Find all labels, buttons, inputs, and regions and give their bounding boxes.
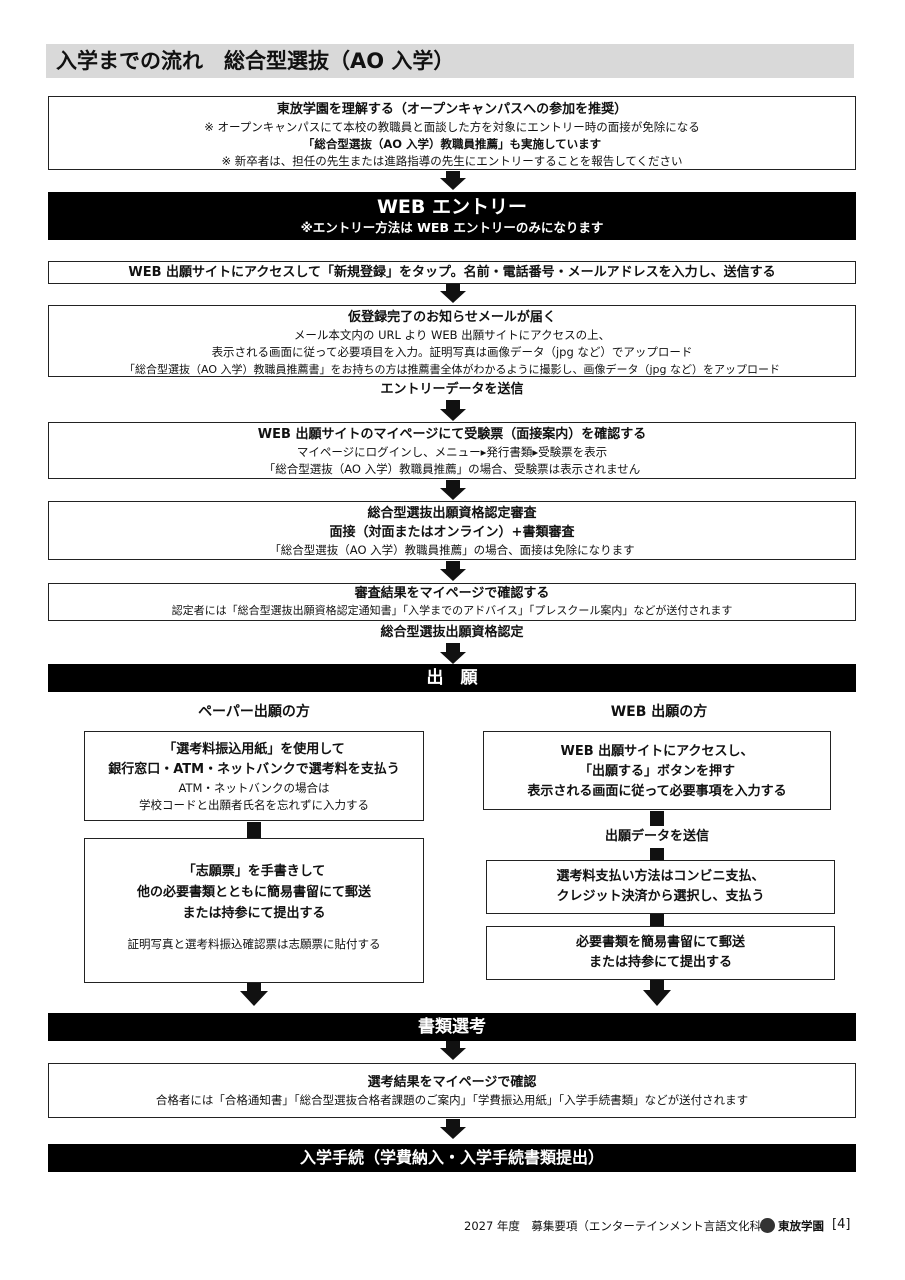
step-mail-line-2: 表示される画面に従って必要項目を入力。証明写真は画像データ（jpg など）でアッ… (211, 345, 693, 359)
selection-result-heading: 選考結果をマイページで確認 (367, 1075, 537, 1090)
arrow-down-icon (446, 171, 460, 178)
footer-logo-text: 東放学園 (778, 1219, 824, 1233)
arrow-down-icon (446, 400, 460, 409)
paper-column-title: ペーパー出願の方 (198, 704, 310, 720)
screening-bar: 書類選考 (48, 1013, 856, 1041)
send-entry-label: エントリーデータを送信 (380, 382, 524, 397)
step-understand-box: 東放学園を理解する（オープンキャンパスへの参加を推奨） ※ オープンキャンパスに… (48, 96, 856, 170)
step-screening-heading-1: 総合型選抜出願資格認定審査 (367, 506, 537, 521)
web-entry-subtitle: ※エントリー方法は WEB エントリーのみになります (300, 220, 604, 235)
web-access-heading-2: 「出願する」ボタンを押す (578, 764, 735, 779)
arrow-down-icon (446, 561, 460, 569)
arrow-down-icon (446, 1119, 460, 1127)
arrow-down-icon (446, 284, 460, 291)
web-payment-heading-2: クレジット決済から選択し、支払う (556, 889, 765, 904)
step-screening-heading-2: 面接（対面またはオンライン）+書類審査 (329, 525, 575, 540)
step-mail-line-3: 「総合型選抜（AO 入学）教職員推薦書」をお持ちの方は推薦書全体がわかるように撮… (124, 363, 780, 376)
step-understand-note-2: 「総合型選抜（AO 入学）教職員推薦」も実施しています (302, 137, 602, 151)
page-number: [4] (832, 1217, 851, 1232)
arrow-down-icon (440, 569, 466, 581)
step-ticket-line-2: 「総合型選抜（AO 入学）教職員推薦」の場合、受験票は表示されません (263, 462, 641, 476)
step-result-box: 審査結果をマイページで確認する 認定者には「総合型選抜出願資格認定通知書」「入学… (48, 583, 856, 621)
arrow-down-icon (650, 980, 664, 990)
arrow-down-icon (440, 1127, 466, 1139)
arrow-down-icon (440, 409, 466, 421)
paper-submit-heading-1: 「志願票」を手書きして (182, 864, 326, 879)
step-understand-note-1: ※ オープンキャンパスにて本校の教職員と面談した方を対象にエントリー時の面接が免… (204, 120, 700, 134)
footer-text: 2027 年度 募集要項（エンターテインメント言語文化科） (464, 1219, 773, 1233)
web-access-heading-1: WEB 出願サイトにアクセスし、 (560, 744, 754, 759)
step-understand-heading: 東放学園を理解する（オープンキャンパスへの参加を推奨） (276, 102, 628, 117)
enrollment-bar: 入学手続（学費納入・入学手続書類提出） (48, 1144, 856, 1172)
connector (247, 822, 261, 838)
apply-bar-label: 出 願 (426, 668, 478, 688)
step-screening-line: 「総合型選抜（AO 入学）教職員推薦」の場合、面接は免除になります (269, 543, 635, 557)
step-mail-heading: 仮登録完了のお知らせメールが届く (348, 310, 556, 325)
footer: 2027 年度 募集要項（エンターテインメント言語文化科） 東放学園 [4] (440, 1214, 860, 1238)
connector (650, 811, 664, 826)
paper-submit-box: 「志願票」を手書きして 他の必要書類とともに簡易書留にて郵送 または持参にて提出… (84, 838, 424, 983)
step-register-text: WEB 出願サイトにアクセスして「新規登録」をタップ。名前・電話番号・メールアド… (128, 265, 776, 280)
arrow-down-icon (440, 178, 466, 190)
paper-payment-box: 「選考料振込用紙」を使用して 銀行窓口・ATM・ネットバンクで選考料を支払う A… (84, 731, 424, 821)
selection-result-box: 選考結果をマイページで確認 合格者には「合格通知書」「総合型選抜合格者課題のご案… (48, 1063, 856, 1118)
arrow-down-icon (440, 652, 466, 664)
step-ticket-line-1: マイページにログインし、メニュー▸発行書類▸受験票を表示 (296, 445, 608, 459)
web-entry-title: WEB エントリー (376, 196, 528, 218)
screening-bar-label: 書類選考 (418, 1017, 486, 1037)
arrow-down-icon (446, 480, 460, 488)
paper-payment-heading-2: 銀行窓口・ATM・ネットバンクで選考料を支払う (108, 762, 400, 777)
paper-payment-note-1: ATM・ネットバンクの場合は (178, 781, 330, 795)
arrow-down-icon (247, 983, 261, 991)
step-understand-note-3: ※ 新卒者は、担任の先生または進路指導の先生にエントリーすることを報告してくださ… (221, 154, 683, 168)
arrow-down-icon (446, 643, 460, 652)
paper-submit-note: 証明写真と選考料振込確認票は志願票に貼付する (127, 937, 381, 951)
title-bar (46, 44, 854, 78)
apply-bar: 出 願 (48, 664, 856, 692)
arrow-down-icon (440, 1048, 466, 1060)
paper-submit-heading-2: 他の必要書類とともに簡易書留にて郵送 (136, 885, 371, 900)
step-ticket-box: WEB 出願サイトのマイページにて受験票（面接案内）を確認する マイページにログ… (48, 422, 856, 479)
qualified-label: 総合型選抜出願資格認定 (380, 625, 524, 640)
web-column-title: WEB 出願の方 (610, 704, 708, 720)
step-screening-box: 総合型選抜出願資格認定審査 面接（対面またはオンライン）+書類審査 「総合型選抜… (48, 501, 856, 560)
arrow-down-icon (240, 991, 268, 1006)
arrow-down-icon (440, 291, 466, 303)
web-submit-box: 必要書類を簡易書留にて郵送 または持参にて提出する (486, 926, 835, 980)
step-result-heading: 審査結果をマイページで確認する (354, 586, 550, 601)
arrow-down-icon (643, 990, 671, 1006)
connector (650, 848, 664, 860)
enrollment-bar-label: 入学手続（学費納入・入学手続書類提出） (299, 1148, 604, 1167)
step-mail-box: 仮登録完了のお知らせメールが届く メール本文内の URL より WEB 出願サイ… (48, 305, 856, 377)
paper-payment-note-2: 学校コードと出願者氏名を忘れずに入力する (139, 798, 369, 812)
step-mail-line-1: メール本文内の URL より WEB 出願サイトにアクセスの上、 (293, 328, 611, 342)
selection-result-line: 合格者には「合格通知書」「総合型選抜合格者課題のご案内」「学費振込用紙」「入学手… (155, 1093, 749, 1107)
web-access-heading-3: 表示される画面に従って必要事項を入力する (527, 784, 787, 799)
step-register-box: WEB 出願サイトにアクセスして「新規登録」をタップ。名前・電話番号・メールアド… (48, 261, 856, 284)
arrow-down-icon (446, 1041, 460, 1048)
arrow-down-icon (440, 488, 466, 500)
school-logo-icon (760, 1218, 775, 1233)
paper-payment-heading-1: 「選考料振込用紙」を使用して (163, 742, 345, 757)
paper-submit-heading-3: または持参にて提出する (182, 906, 326, 921)
web-submit-heading-2: または持参にて提出する (588, 955, 732, 970)
step-ticket-heading: WEB 出願サイトのマイページにて受験票（面接案内）を確認する (257, 427, 647, 442)
web-send-label: 出願データを送信 (604, 829, 709, 844)
connector (650, 914, 664, 926)
web-access-box: WEB 出願サイトにアクセスし、 「出願する」ボタンを押す 表示される画面に従っ… (483, 731, 831, 810)
web-payment-box: 選考料支払い方法はコンビニ支払、 クレジット決済から選択し、支払う (486, 860, 835, 914)
web-payment-heading-1: 選考料支払い方法はコンビニ支払、 (556, 869, 765, 884)
page-title: 入学までの流れ 総合型選抜（AO 入学） (56, 49, 455, 73)
step-result-line: 認定者には「総合型選抜出願資格認定通知書」「入学までのアドバイス」「プレスクール… (171, 604, 733, 617)
web-submit-heading-1: 必要書類を簡易書留にて郵送 (575, 935, 745, 950)
web-entry-block: WEB エントリー ※エントリー方法は WEB エントリーのみになります (48, 192, 856, 240)
